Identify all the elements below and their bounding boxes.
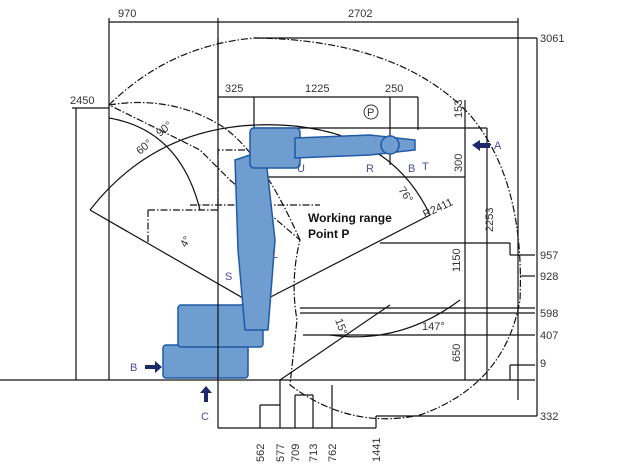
label-left_dims-d2450: 2450	[70, 95, 94, 107]
label-axes-t: T	[422, 161, 429, 173]
label-vertical_dims-d650: 650	[451, 344, 463, 362]
label-axes-b: B	[408, 163, 415, 175]
label-bottom_dims-1: 577	[275, 444, 287, 462]
label-axes-c: C	[201, 411, 209, 423]
label-axes-b2: B	[130, 362, 137, 374]
label-bottom_dims-4: 762	[327, 444, 339, 462]
label-angles-a147: 147°	[422, 321, 445, 333]
label-axes-s: S	[225, 271, 232, 283]
label-angles-a4: 4°	[178, 234, 194, 249]
dimension-labels: 970 2702 325 1225 250 2450 3061 957 928 …	[70, 8, 564, 462]
label-right_dims-d3061: 3061	[540, 33, 564, 45]
label-top_dims-d325: 325	[225, 83, 243, 95]
label-angles-a15: 15°	[332, 317, 349, 337]
label-right_dims-d332: 332	[540, 411, 558, 423]
label-angles-r: R2411	[421, 196, 455, 220]
label-angles-a76: 76°	[396, 185, 415, 206]
label-vertical_dims-d300: 300	[453, 154, 465, 172]
label-bottom_dims-3: 713	[308, 444, 320, 462]
label-title_lines-0: Working range	[308, 211, 392, 225]
robot-arm	[162, 127, 416, 379]
label-right_dims-d9: 9	[540, 358, 546, 370]
label-bottom_dims-5: 1441	[371, 438, 383, 462]
axis-labels: U R B T A L S B C P	[130, 104, 502, 423]
label-right_dims-d598: 598	[540, 308, 558, 320]
label-top_dims-d250: 250	[385, 83, 403, 95]
label-right_dims-d928: 928	[540, 271, 558, 283]
label-top_dims-d970: 970	[118, 8, 136, 20]
label-axes-r: R	[366, 163, 374, 175]
label-axes-a: A	[494, 140, 502, 152]
label-title_lines-1: Point P	[308, 227, 349, 241]
label-bottom_dims-2: 709	[290, 444, 302, 462]
label-vertical_dims-d1150: 1150	[451, 248, 463, 272]
label-axes-p: P	[367, 107, 374, 119]
label-vertical_dims-d153: 153	[453, 100, 465, 118]
label-vertical_dims-d2253: 2253	[484, 208, 496, 232]
label-axes-u: U	[297, 163, 305, 175]
work-envelope	[107, 37, 521, 420]
label-axes-l: L	[272, 249, 278, 261]
label-top_dims-d2702: 2702	[348, 8, 372, 20]
label-right_dims-d957: 957	[540, 250, 558, 262]
label-top_dims-d1225: 1225	[305, 83, 329, 95]
label-bottom_dims-0: 562	[255, 444, 267, 462]
label-right_dims-d407: 407	[540, 330, 558, 342]
